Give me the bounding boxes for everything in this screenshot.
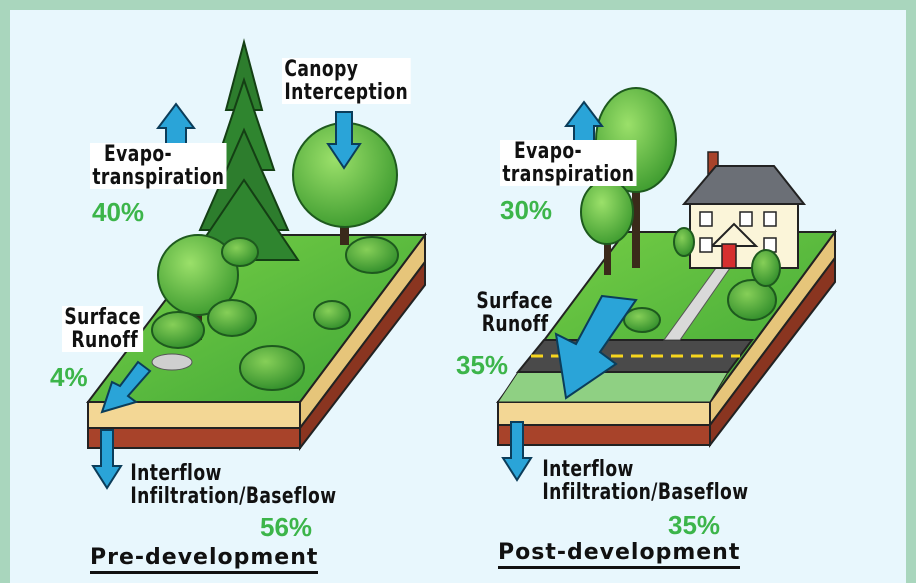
pre-infiltration-down-arrow <box>91 429 123 490</box>
post-runoff-arrow <box>554 294 638 400</box>
pre-canopy-line2: Interception <box>282 81 411 104</box>
post-evapo-label: Evapo- transpiration <box>500 140 637 186</box>
pre-infil-line2: Infiltration/Baseflow <box>130 484 337 510</box>
post-front-lawn <box>497 371 729 403</box>
post-development-title: Post-development <box>498 540 741 569</box>
pre-infil-line1: Interflow <box>130 461 222 486</box>
bush <box>151 311 205 349</box>
pre-canopy-line1: Canopy <box>282 58 411 81</box>
pre-evapo-line2: transpiration <box>90 166 227 189</box>
bush <box>345 236 399 274</box>
pre-evapo-percent: 40% <box>92 197 145 227</box>
shrub <box>727 279 777 321</box>
post-infiltration-label: Interflow Infiltration/Baseflow <box>540 458 751 504</box>
post-runoff-label: Surface Runoff <box>474 290 555 336</box>
shrub <box>623 307 661 333</box>
pre-runoff-line1: Surface <box>62 306 144 329</box>
pre-runoff-line2: Runoff <box>62 329 144 352</box>
pre-runoff-arrow <box>100 360 152 414</box>
pre-evapo-label: Evapo- transpiration <box>90 143 227 189</box>
bush <box>207 299 257 337</box>
shrub <box>673 227 695 257</box>
deciduous-tree-left <box>157 234 239 340</box>
shrub <box>751 249 781 287</box>
bush <box>239 345 305 391</box>
pre-development-block <box>85 38 427 490</box>
post-infiltration-percent: 35% <box>668 510 721 540</box>
bush <box>221 237 259 267</box>
pre-runoff-label: Surface Runoff <box>62 306 144 352</box>
post-runoff-percent: 35% <box>456 350 509 380</box>
pre-front-clay-face <box>87 427 301 449</box>
pre-infiltration-percent: 56% <box>260 512 313 542</box>
pre-runoff-percent: 4% <box>50 362 88 392</box>
pre-development-title: Pre-development <box>90 545 319 574</box>
pre-evapo-line1: Evapo- <box>90 143 227 166</box>
pre-canopy-label: Canopy Interception <box>282 58 411 104</box>
post-front-clay-face <box>497 424 711 446</box>
post-runoff-line2: Runoff <box>481 312 549 338</box>
pre-canopy-down-arrow <box>326 111 362 170</box>
post-development-block <box>496 87 837 482</box>
post-front-sand-face <box>497 401 711 426</box>
post-infiltration-down-arrow <box>501 421 533 482</box>
pre-rocks <box>151 353 193 371</box>
pre-infiltration-label: Interflow Infiltration/Baseflow <box>128 462 339 508</box>
post-evapo-line1: Evapo- <box>500 140 637 163</box>
post-infil-line2: Infiltration/Baseflow <box>542 480 749 506</box>
post-evapo-percent: 30% <box>500 195 553 225</box>
post-infil-line1: Interflow <box>542 457 634 482</box>
post-evapo-line2: transpiration <box>500 163 637 186</box>
post-runoff-line1: Surface <box>476 289 553 314</box>
bush <box>313 300 351 330</box>
house <box>681 151 807 269</box>
